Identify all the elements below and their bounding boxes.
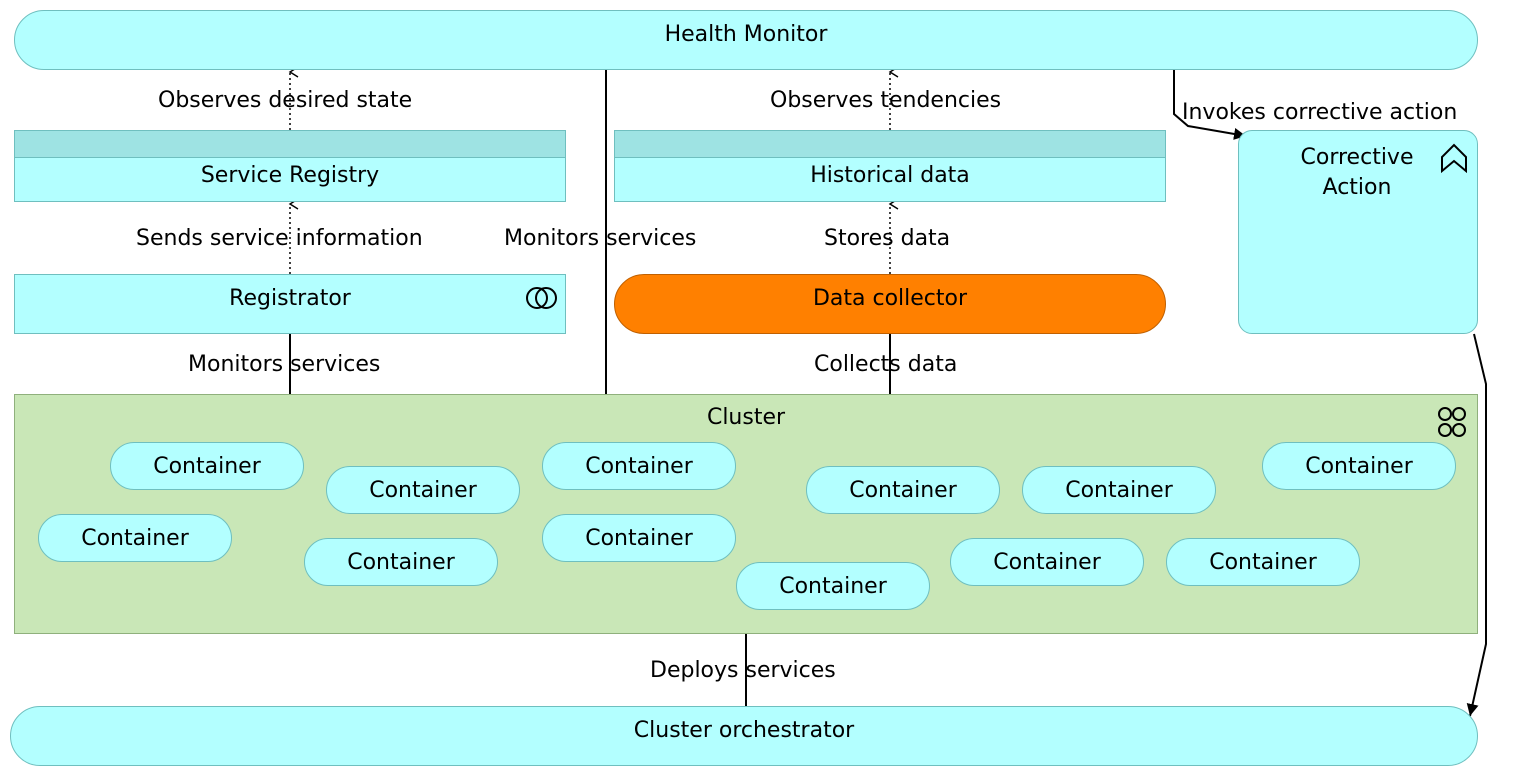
container-node[interactable]: Container: [950, 538, 1144, 586]
container-node[interactable]: Container: [542, 514, 736, 562]
health-monitor-label: Health Monitor: [664, 22, 828, 47]
edge-invokes-corrective-action: [1173, 70, 1247, 140]
service-registry-label: Service Registry: [200, 163, 380, 188]
historical-data-label: Historical data: [810, 163, 970, 188]
data-object-header: [615, 131, 1165, 158]
cluster-label: Cluster: [706, 405, 786, 430]
container-node[interactable]: Container: [1022, 466, 1216, 514]
container-node[interactable]: Container: [110, 442, 304, 490]
cluster-orchestrator-label: Cluster orchestrator: [633, 718, 855, 743]
service-registry-node[interactable]: Service Registry: [14, 130, 566, 202]
registrator-node[interactable]: Registrator: [14, 274, 566, 334]
data-collector-label: Data collector: [812, 286, 968, 311]
data-object-header: [15, 131, 565, 158]
container-node[interactable]: Container: [38, 514, 232, 562]
registrator-label: Registrator: [229, 286, 351, 311]
interface-icon: [526, 287, 557, 309]
edge-label-deploys-services: Deploys services: [650, 658, 836, 683]
data-collector-node[interactable]: Data collector: [614, 274, 1166, 334]
edge-label-invokes-corrective-action: Invokes corrective action: [1182, 100, 1458, 125]
edge-label-monitors-services: Monitors services: [504, 226, 697, 251]
health-monitor-node[interactable]: Health Monitor: [14, 10, 1478, 70]
container-node[interactable]: Container: [1262, 442, 1456, 490]
edge-label-stores-data: Stores data: [824, 226, 951, 251]
container-node[interactable]: Container: [736, 562, 930, 610]
corrective-action-label: Corrective Action: [1300, 145, 1414, 200]
container-node[interactable]: Container: [542, 442, 736, 490]
edge-label-observes-desired-state: Observes desired state: [158, 88, 413, 113]
edge-corrective-to-orchestrator: [1466, 333, 1487, 717]
edge-label-sends-service-information: Sends service information: [136, 226, 423, 251]
edge-label-collects-data: Collects data: [814, 352, 958, 377]
container-node[interactable]: Container: [806, 466, 1000, 514]
container-node[interactable]: Container: [304, 538, 498, 586]
corrective-action-node[interactable]: Corrective Action: [1238, 130, 1478, 334]
container-node[interactable]: Container: [1166, 538, 1360, 586]
edge-label-monitors-services: Monitors services: [188, 352, 381, 377]
goal-icon: [1441, 143, 1467, 173]
edge-label-observes-tendencies: Observes tendencies: [770, 88, 1002, 113]
historical-data-node[interactable]: Historical data: [614, 130, 1166, 202]
node-icon: [1438, 407, 1466, 437]
cluster-orchestrator-node[interactable]: Cluster orchestrator: [10, 706, 1478, 766]
container-node[interactable]: Container: [326, 466, 520, 514]
